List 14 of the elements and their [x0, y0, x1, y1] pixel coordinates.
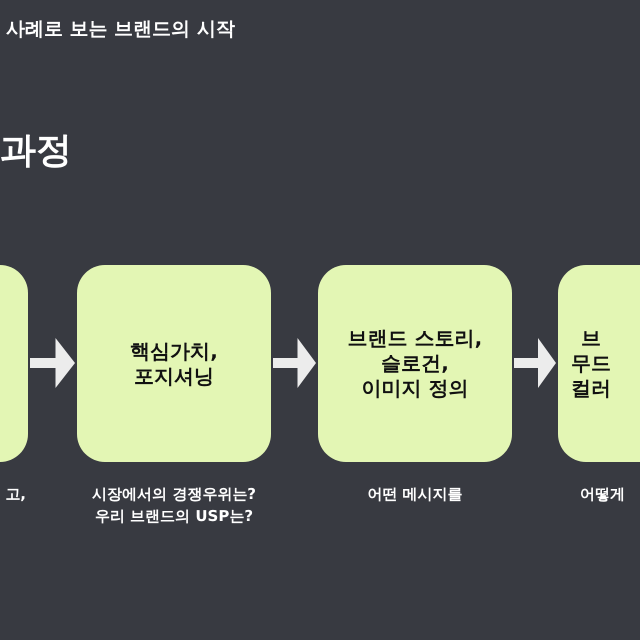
step-caption: 어떤 메시지를	[366, 484, 464, 505]
step-caption: 어떻게	[579, 484, 626, 505]
step-caption: 고,	[4, 484, 26, 505]
step-box	[77, 265, 271, 462]
header-text: 사례로 보는 브랜드의 시작	[6, 17, 235, 42]
step-text: 브랜드 스토리, 슬로건, 이미지 정의	[346, 326, 484, 401]
arrow	[30, 338, 75, 388]
step-text: 브 무드 컬러	[570, 326, 612, 401]
arrow	[273, 338, 316, 388]
title: 과정	[0, 129, 72, 173]
step-box	[318, 265, 512, 462]
step-caption: 시장에서의 경쟁우위는? 우리 브랜드의 USP는?	[91, 484, 257, 527]
step-text: 핵심가치, 포지셔닝	[129, 338, 219, 388]
arrow	[514, 338, 556, 388]
